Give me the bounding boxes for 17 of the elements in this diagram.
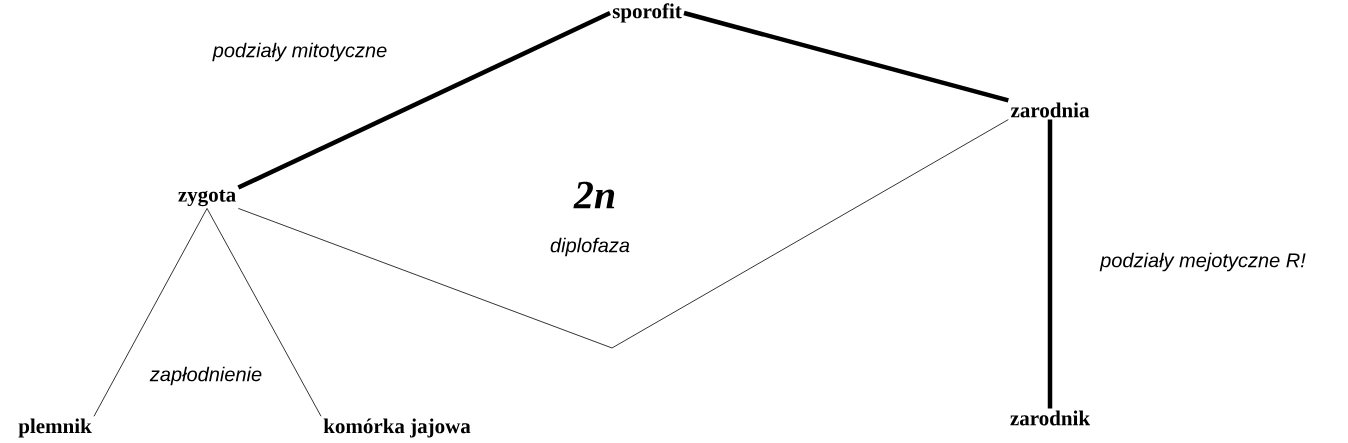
stage-label: plemnik bbox=[18, 418, 92, 438]
stage-label: sporofit bbox=[612, 3, 682, 23]
phase-label: diplofaza bbox=[550, 237, 630, 257]
stage-label: zarodnia bbox=[1010, 102, 1090, 118]
process-label: zapłodnienie bbox=[149, 366, 262, 386]
edge-label: podziały mejotyczne R! bbox=[1099, 251, 1307, 273]
ploidy-label: 2n bbox=[573, 181, 615, 209]
stage-label: zarodnik bbox=[1010, 410, 1091, 426]
connector-line bbox=[683, 10, 1009, 103]
edge-label: podziały mitotyczne bbox=[211, 41, 389, 63]
connector-line bbox=[237, 119, 1009, 349]
connector-line bbox=[1047, 119, 1053, 409]
connector-line bbox=[206, 208, 322, 417]
stage-label: zygota bbox=[178, 189, 236, 207]
connector-line bbox=[237, 10, 611, 190]
stage-label: komórka jajowa bbox=[323, 418, 471, 438]
connector-line bbox=[93, 208, 208, 417]
